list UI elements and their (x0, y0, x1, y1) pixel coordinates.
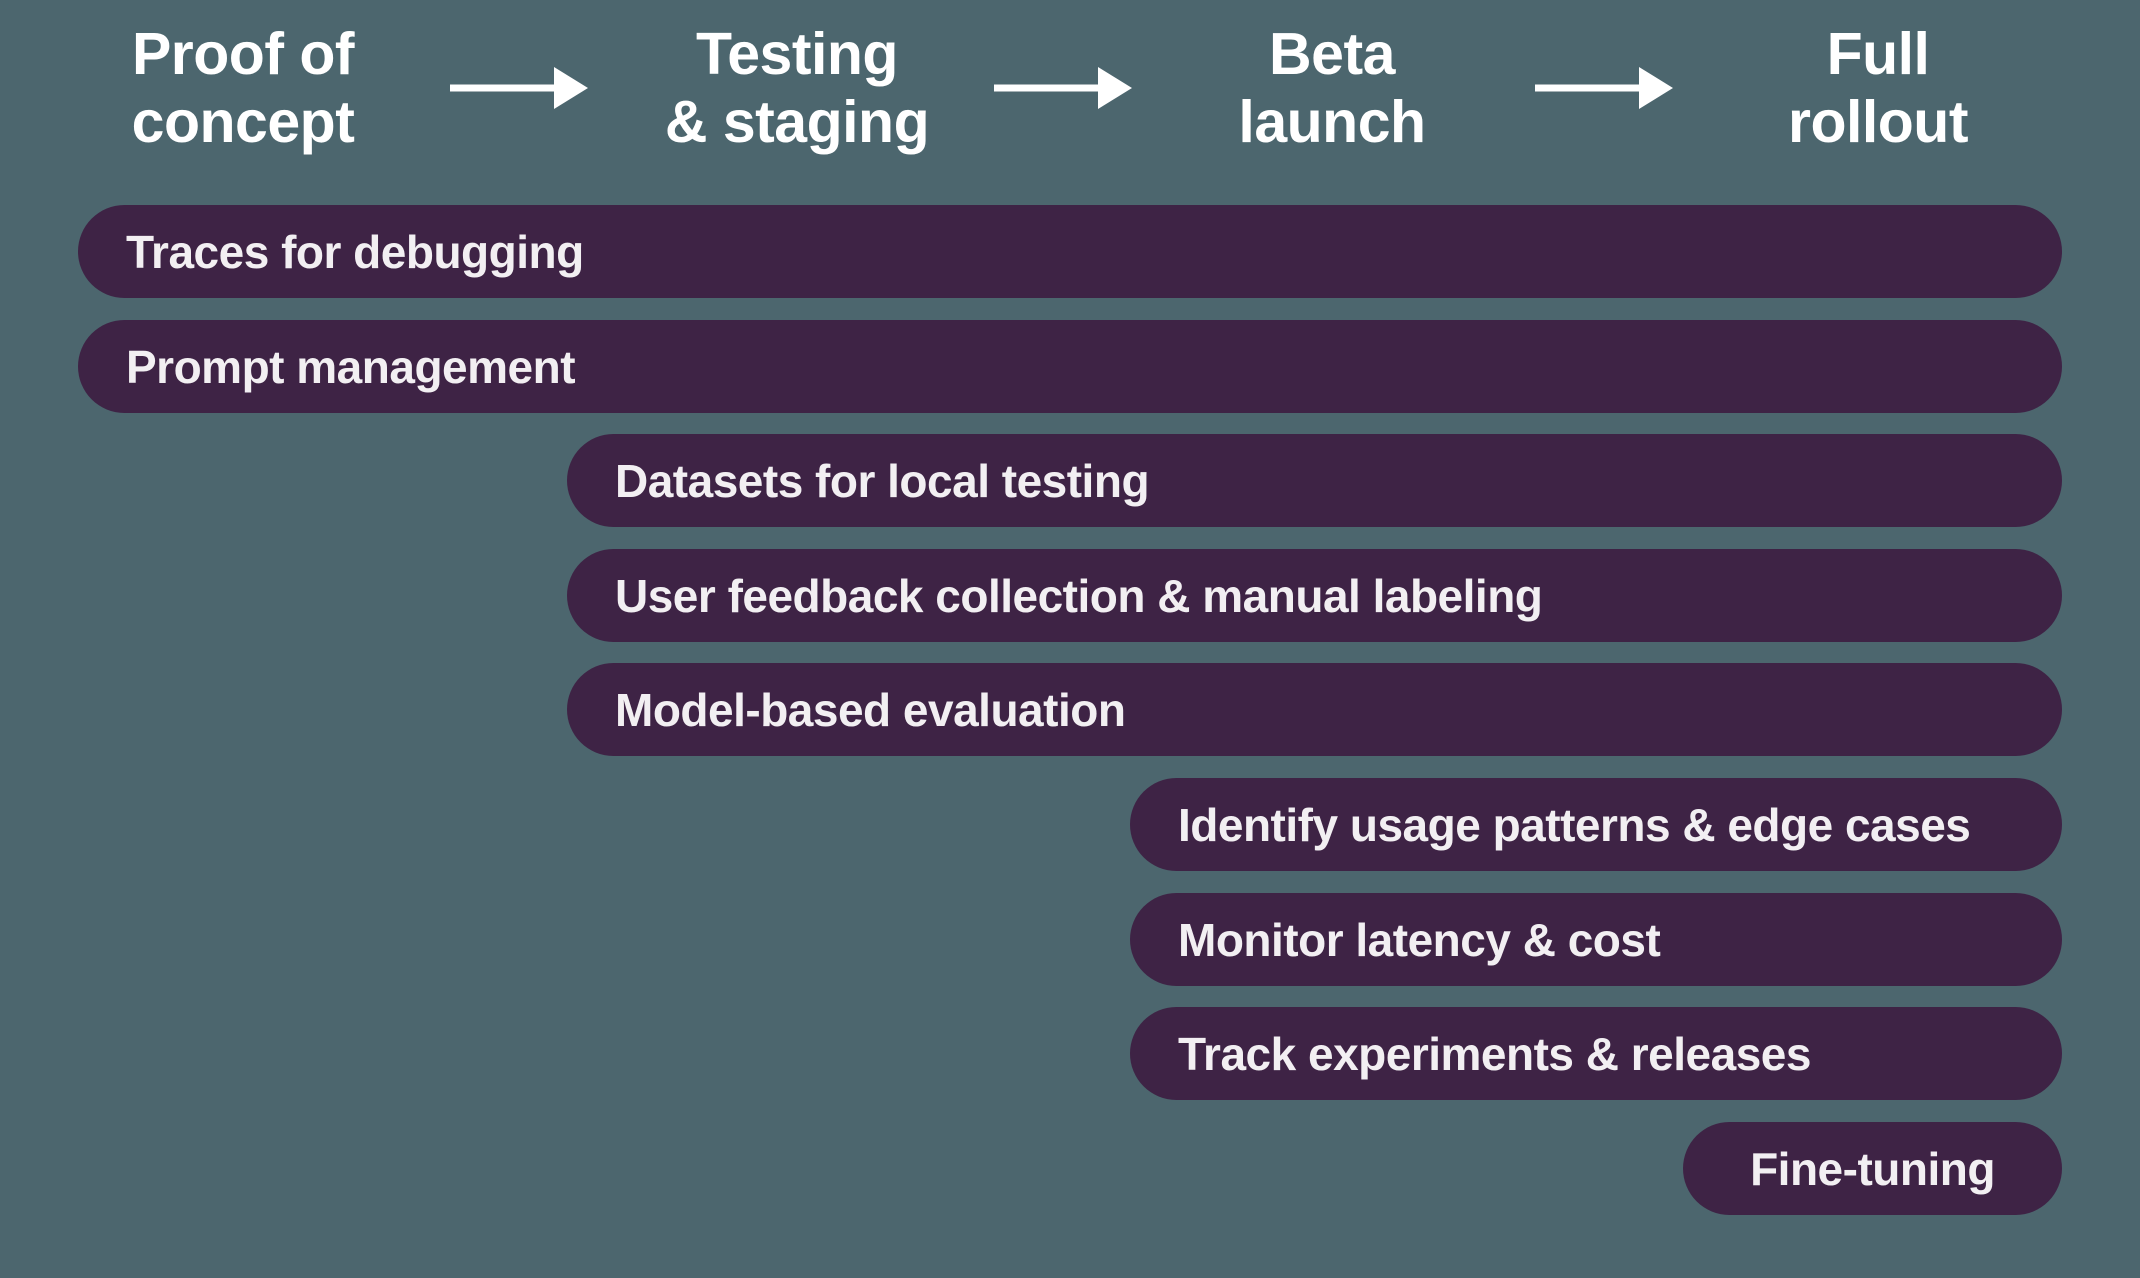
phase-header-full-rollout: Full rollout (1638, 20, 2118, 156)
right-arrow-icon (994, 67, 1132, 109)
phase-label-line: Full (1826, 21, 1930, 87)
bar-traces-for-debugging: Traces for debugging (78, 205, 2062, 298)
phase-header-beta-launch: Beta launch (1092, 20, 1572, 156)
bar-label: Identify usage patterns & edge cases (1178, 798, 1971, 851)
phase-label-line: launch (1238, 89, 1426, 155)
bar-label: Monitor latency & cost (1178, 913, 1661, 966)
phase-label-line: rollout (1787, 89, 1969, 155)
bar-label: Traces for debugging (126, 225, 584, 278)
bar-user-feedback-collection-manual-labeling: User feedback collection & manual labeli… (567, 549, 2062, 642)
right-arrow-icon (1535, 67, 1673, 109)
phase-label-line: Beta (1269, 21, 1395, 87)
bar-model-based-evaluation: Model-based evaluation (567, 663, 2062, 756)
phase-label-line: Testing (696, 21, 898, 87)
phase-label-line: & staging (664, 89, 930, 155)
bar-label: Model-based evaluation (615, 683, 1126, 736)
phase-header-proof-of-concept: Proof of concept (3, 20, 483, 156)
bar-label: Fine-tuning (1750, 1142, 1995, 1195)
bar-prompt-management: Prompt management (78, 320, 2062, 413)
bar-identify-usage-patterns-edge-cases: Identify usage patterns & edge cases (1130, 778, 2062, 871)
phase-label-line: concept (131, 89, 355, 155)
bar-fine-tuning: Fine-tuning (1683, 1122, 2062, 1215)
bar-label: User feedback collection & manual labeli… (615, 569, 1543, 622)
bar-label: Datasets for local testing (615, 454, 1150, 507)
bar-label: Track experiments & releases (1178, 1027, 1811, 1080)
bar-monitor-latency-cost: Monitor latency & cost (1130, 893, 2062, 986)
bar-track-experiments-releases: Track experiments & releases (1130, 1007, 2062, 1100)
phase-header-testing-staging: Testing & staging (557, 20, 1037, 156)
bar-datasets-for-local-testing: Datasets for local testing (567, 434, 2062, 527)
right-arrow-icon (450, 67, 588, 109)
phase-label-line: Proof of (131, 21, 355, 87)
bar-label: Prompt management (126, 340, 576, 393)
